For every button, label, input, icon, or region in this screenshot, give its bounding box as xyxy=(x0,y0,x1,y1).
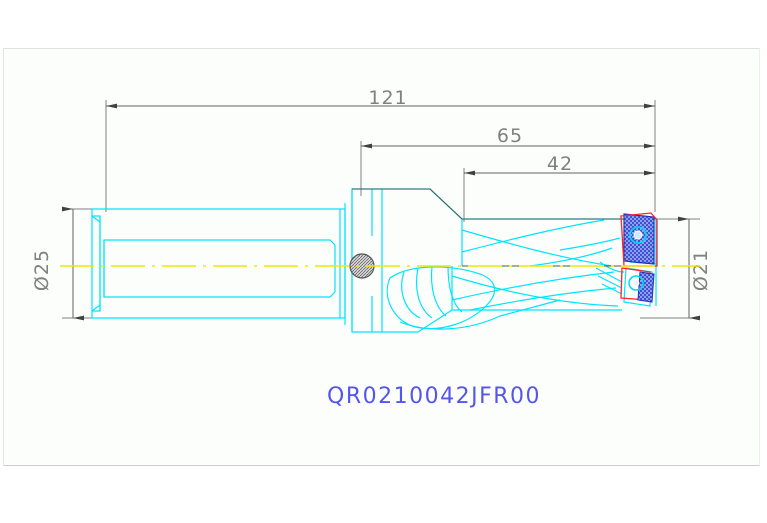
part-number-label: QR0210042JFR00 xyxy=(327,384,541,409)
insert-lower-screw-outer xyxy=(628,275,644,291)
shank-end-chamfer xyxy=(92,215,101,312)
insert-lower-screw-inner xyxy=(632,279,640,287)
chamfer-top-left xyxy=(91,215,101,223)
scoop-rib-3 xyxy=(430,265,447,317)
insert-upper-screw-inner xyxy=(633,230,643,240)
cutting-insert-assembly[interactable] xyxy=(620,212,658,303)
dimension-label-shank-diameter: Ø25 xyxy=(31,249,53,291)
insert-lower-body xyxy=(637,271,655,303)
scoop-rib-1 xyxy=(401,271,421,319)
pocket-seat-upper xyxy=(599,261,625,273)
dimension-label-cutting-diameter: Ø21 xyxy=(690,249,712,291)
coolant-scoop-outline xyxy=(386,266,496,330)
flute-helix-lower-1 xyxy=(451,275,619,307)
shank-flat-relief xyxy=(103,239,336,298)
flute-helix-upper-2 xyxy=(461,219,605,253)
pocket-seat-line-2 xyxy=(597,275,623,289)
flute-helix-lower-2 xyxy=(451,271,615,301)
tool-geometry[interactable] xyxy=(91,188,657,333)
pocket-seat-line-3 xyxy=(601,283,623,295)
dimension-lines xyxy=(62,103,700,321)
taper-upper xyxy=(382,188,463,220)
insert-upper-red-outline xyxy=(620,212,658,267)
flute-helix-upper-4 xyxy=(559,237,621,251)
scoop-rib-2 xyxy=(415,267,433,319)
flute-helix-upper-3 xyxy=(529,247,613,267)
insert-upper-screw-outer xyxy=(629,226,647,244)
pocket-seat-line-1 xyxy=(595,267,623,283)
flute-helix-lower-3 xyxy=(469,287,617,311)
dimension-label-head-length: 65 xyxy=(497,125,523,147)
silhouette-top xyxy=(352,188,630,220)
scoop-lower-sweep xyxy=(399,299,561,330)
chamfer-bottom-left xyxy=(91,304,101,312)
tool-silhouette-outline xyxy=(352,188,630,267)
dimension-label-overall-length: 121 xyxy=(368,87,407,109)
scoop-rib-4 xyxy=(447,265,463,313)
dimension-label-flute-length: 42 xyxy=(547,153,573,175)
flute-helix-upper-1 xyxy=(461,229,613,267)
taper-lower xyxy=(382,309,453,333)
shank-outline xyxy=(91,208,346,319)
